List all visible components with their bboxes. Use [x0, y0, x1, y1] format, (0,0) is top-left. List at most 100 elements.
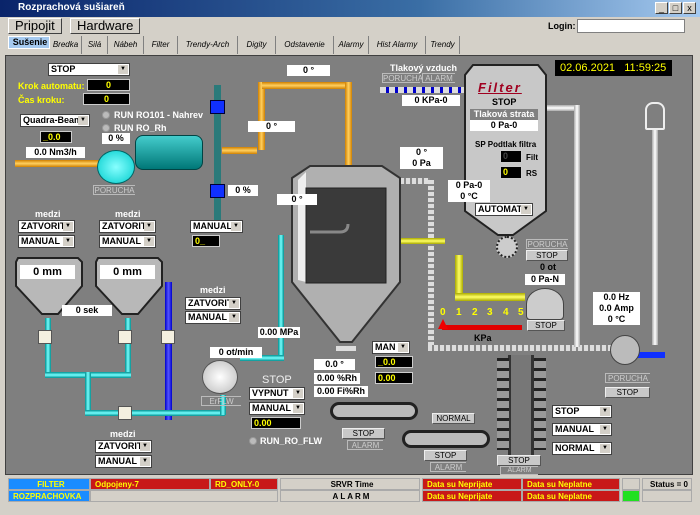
- valve-icon[interactable]: [118, 330, 132, 344]
- step-value: 0: [87, 79, 130, 91]
- hot-air-pipe: [262, 82, 350, 89]
- water-mode-value: MANUAL: [188, 312, 227, 322]
- hardware-button[interactable]: Hardware: [70, 18, 141, 34]
- bottom-temp: 0.0 °: [314, 359, 355, 370]
- alarm-status[interactable]: ALARM: [280, 490, 420, 502]
- valve-icon[interactable]: [161, 330, 175, 344]
- outlet-mode-select[interactable]: MANUAL▼: [95, 455, 152, 468]
- tab-sila[interactable]: Silá: [82, 36, 108, 54]
- tab-nabeh[interactable]: Nábeh: [108, 36, 144, 54]
- tank2-mode-select[interactable]: MANUAL▼: [99, 235, 156, 248]
- tank-pipe: [125, 318, 131, 378]
- screw-mode-value: MANUAL: [555, 424, 594, 434]
- blower-stop-button[interactable]: STOP: [605, 387, 650, 398]
- tab-hist-alarmy[interactable]: Hist Alarmy: [369, 36, 426, 54]
- run-ro-flw-indicator: [249, 437, 257, 445]
- valve-setpoint-input[interactable]: 0_: [192, 235, 220, 247]
- minimize-button[interactable]: _: [655, 2, 668, 14]
- burner-select[interactable]: Quadra-Beam▼: [20, 114, 90, 127]
- filt-input[interactable]: 0: [500, 150, 522, 163]
- run-ro101-indicator: [102, 111, 110, 119]
- rotary-stop-button[interactable]: STOP: [526, 250, 568, 261]
- status-indicator: [622, 478, 640, 490]
- heater-setpoint-input[interactable]: _0.0: [40, 131, 72, 143]
- water-mode-select[interactable]: MANUAL▼: [185, 311, 241, 324]
- dryer-temp: 0 °: [277, 194, 317, 205]
- heater-mode-select[interactable]: STOP▼: [48, 63, 130, 76]
- feed-pipe: [278, 235, 284, 360]
- date: 02.06.2021: [560, 62, 616, 74]
- conveyor2-stop-button[interactable]: STOP: [424, 450, 467, 461]
- tank2-mode-value: MANUAL: [102, 236, 141, 246]
- close-button[interactable]: x: [683, 2, 696, 14]
- humidity-mode-select[interactable]: MAN▼: [372, 341, 410, 354]
- clock-display: 02.06.2021 11:59:25: [555, 60, 672, 76]
- window-title: Rozprachová sušiareň: [18, 2, 125, 13]
- tab-digity[interactable]: Digity: [238, 36, 276, 54]
- chevron-down-icon: ▼: [78, 116, 88, 125]
- tab-trendy[interactable]: Trendy: [426, 36, 460, 54]
- tank1-valve-value: ZATVORIT: [21, 221, 66, 231]
- outlet-valve-select[interactable]: ZATVORIT▼: [95, 440, 152, 453]
- maximize-button[interactable]: □: [669, 2, 682, 14]
- tank1-mode-select[interactable]: MANUAL▼: [18, 235, 75, 248]
- conveyor2-normal-button[interactable]: NORMAL: [432, 413, 475, 424]
- scale-tick: 0: [440, 307, 446, 318]
- outlet-mode-value: MANUAL: [98, 456, 137, 466]
- screw-speed-value: NORMAL: [555, 443, 595, 453]
- screw-mode-select[interactable]: MANUAL ▼: [552, 423, 612, 436]
- conveyor1-stop-button[interactable]: STOP: [342, 428, 385, 439]
- outlet-temp: 0 °: [400, 147, 443, 158]
- chevron-down-icon: ▼: [144, 237, 154, 246]
- fan-pressure: 0 Pa-N: [525, 274, 565, 285]
- rs-input[interactable]: 0: [500, 166, 522, 179]
- tank2-valve-select[interactable]: ZATVORIT▼: [99, 220, 156, 233]
- air-pipe: [380, 87, 465, 93]
- valve-mode-select[interactable]: MANUAL▼: [190, 220, 243, 233]
- filter-state: STOP: [492, 97, 517, 107]
- valve-icon[interactable]: [38, 330, 52, 344]
- tab-alarmy[interactable]: Alarmy: [334, 36, 369, 54]
- pump-setpoint-input[interactable]: 0.00: [251, 417, 301, 429]
- step-time-value: 0: [83, 93, 130, 105]
- tank-pipe: [85, 372, 91, 412]
- filter-inlet-temp: 0 °C: [448, 191, 490, 202]
- conveyor1-alarm-indicator: ALARM: [347, 440, 383, 450]
- feed-pump-icon: [202, 360, 238, 394]
- valve-icon[interactable]: [118, 406, 132, 420]
- tab-susenie[interactable]: Sušenie: [8, 36, 50, 49]
- fan-stop-button[interactable]: STOP: [527, 320, 565, 331]
- pump-mode-select[interactable]: MANUAL▼: [249, 402, 305, 415]
- screw-speed-select[interactable]: NORMAL▼: [552, 442, 612, 455]
- filt-label: Filt: [526, 153, 538, 162]
- pressure-pointer-icon: [438, 319, 448, 329]
- tank1-valve-select[interactable]: ZATVORIT▼: [18, 220, 75, 233]
- humidity-mode-value: MAN: [375, 342, 396, 352]
- scale-tick: 5: [518, 307, 524, 318]
- data-not-received-status: Data su Neprijate: [422, 478, 522, 490]
- yellow-pipe: [455, 293, 525, 301]
- relative-humidity: 0.00 %Rh: [314, 373, 360, 384]
- tab-filter[interactable]: Filter: [144, 36, 178, 54]
- hot-air-pipe: [222, 147, 257, 154]
- pump-speed: 0 ot/min: [210, 347, 262, 358]
- tab-odstavenie[interactable]: Odstavenie: [276, 36, 334, 54]
- chevron-down-icon: ▼: [600, 425, 610, 434]
- humidity-setpoint-input[interactable]: _0.0: [375, 356, 413, 368]
- pump-onoff-select[interactable]: VYPNUT▼: [249, 387, 305, 400]
- water-valve-value: ZATVORIT: [188, 298, 233, 308]
- water-valve-select[interactable]: ZATVORIT▼: [185, 297, 241, 310]
- pump-mode-value: MANUAL: [252, 403, 291, 413]
- chevron-down-icon: ▼: [229, 313, 239, 322]
- tank1-limits-label: medzi: [35, 209, 61, 219]
- screw-state-select[interactable]: STOP▼: [552, 405, 612, 418]
- tab-trendy-arch[interactable]: Trendy-Arch: [178, 36, 238, 54]
- rotary-valve-icon: [496, 236, 518, 258]
- chevron-down-icon: ▼: [521, 205, 531, 214]
- pressure-loss-value: 0 Pa-0: [470, 120, 538, 131]
- tab-bredka[interactable]: Bredka: [50, 36, 82, 54]
- screw-stop-button[interactable]: STOP: [497, 455, 541, 466]
- filter-mode-select[interactable]: AUTOMAT▼: [475, 203, 533, 216]
- login-input[interactable]: [577, 19, 685, 33]
- connect-button[interactable]: Pripojit: [8, 18, 62, 34]
